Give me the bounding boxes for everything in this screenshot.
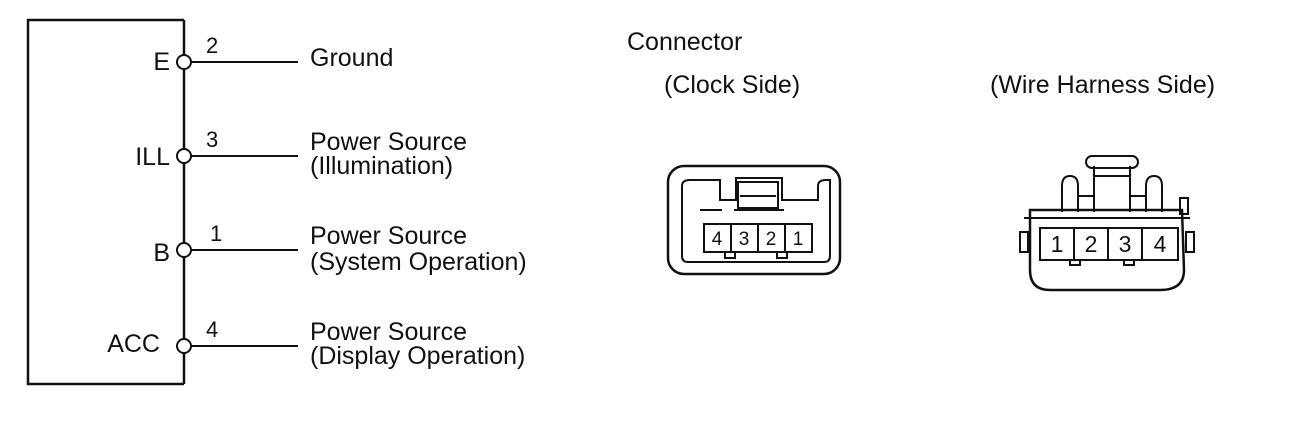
- terminal-description-line2: (Display Operation): [310, 342, 525, 370]
- terminal-name: ILL: [135, 143, 170, 171]
- terminal-b: B 1 Power Source (System Operation): [153, 221, 526, 276]
- terminal-circle: [176, 54, 192, 70]
- terminal-name: E: [153, 48, 170, 76]
- connector-inner-housing: [681, 177, 831, 263]
- side-post-right: [1179, 197, 1189, 215]
- lock-tab: [737, 181, 779, 209]
- clock-pin-label: 4: [712, 229, 723, 250]
- side-tab-left: [1019, 231, 1029, 253]
- terminal-circle: [176, 242, 192, 258]
- clock-pin-label: 2: [766, 229, 777, 250]
- clock-pin-label: 1: [793, 229, 804, 250]
- side-tab-right: [1185, 231, 1195, 253]
- harness-pin-label: 1: [1051, 231, 1064, 257]
- harness-pin-label: 4: [1154, 231, 1167, 257]
- terminal-circle: [176, 148, 192, 164]
- terminal-ill: ILL 3 Power Source (Illumination): [135, 127, 467, 180]
- terminal-description-line1: Power Source: [310, 318, 467, 346]
- connector-title: Connector: [627, 28, 742, 56]
- lock-cap: [1085, 155, 1139, 169]
- terminal-name: ACC: [107, 330, 160, 358]
- connector-outer-shell: [666, 164, 842, 276]
- clock-pin-label: 3: [739, 229, 750, 250]
- terminal-name: B: [153, 239, 170, 267]
- connector-body: [1028, 208, 1186, 292]
- terminal-description-line1: Ground: [310, 44, 393, 72]
- clock-side-label: (Clock Side): [664, 71, 800, 99]
- terminal-description-line2: (System Operation): [310, 248, 527, 276]
- harness-side-label: (Wire Harness Side): [990, 71, 1215, 99]
- harness-pin-label: 2: [1085, 231, 1098, 257]
- key-notch: [776, 251, 788, 259]
- harness-side-connector: 1 2 3 4: [1019, 155, 1195, 292]
- terminal-e: E 2 Ground: [153, 33, 393, 76]
- pin-number: 3: [206, 127, 218, 152]
- pin-number: 4: [206, 317, 218, 342]
- terminal-circle: [176, 338, 192, 354]
- terminal-acc: ACC 4 Power Source (Display Operation): [107, 317, 525, 370]
- latch-arm-left: [1061, 174, 1079, 212]
- terminal-description-line2: (Illumination): [310, 152, 453, 180]
- pin-number: 1: [210, 221, 222, 246]
- clock-unit-box: [26, 18, 184, 386]
- latch-arm-right: [1145, 174, 1163, 212]
- key-notch: [1123, 259, 1135, 266]
- key-notch: [724, 251, 736, 259]
- terminal-description-line1: Power Source: [310, 222, 467, 250]
- harness-pin-label: 3: [1119, 231, 1132, 257]
- pin-number: 2: [206, 33, 218, 58]
- terminal-description-line1: Power Source: [310, 128, 467, 156]
- clock-side-connector: 4 3 2 1: [666, 164, 842, 276]
- lock-arch: [1093, 166, 1131, 212]
- key-notch: [1069, 259, 1081, 266]
